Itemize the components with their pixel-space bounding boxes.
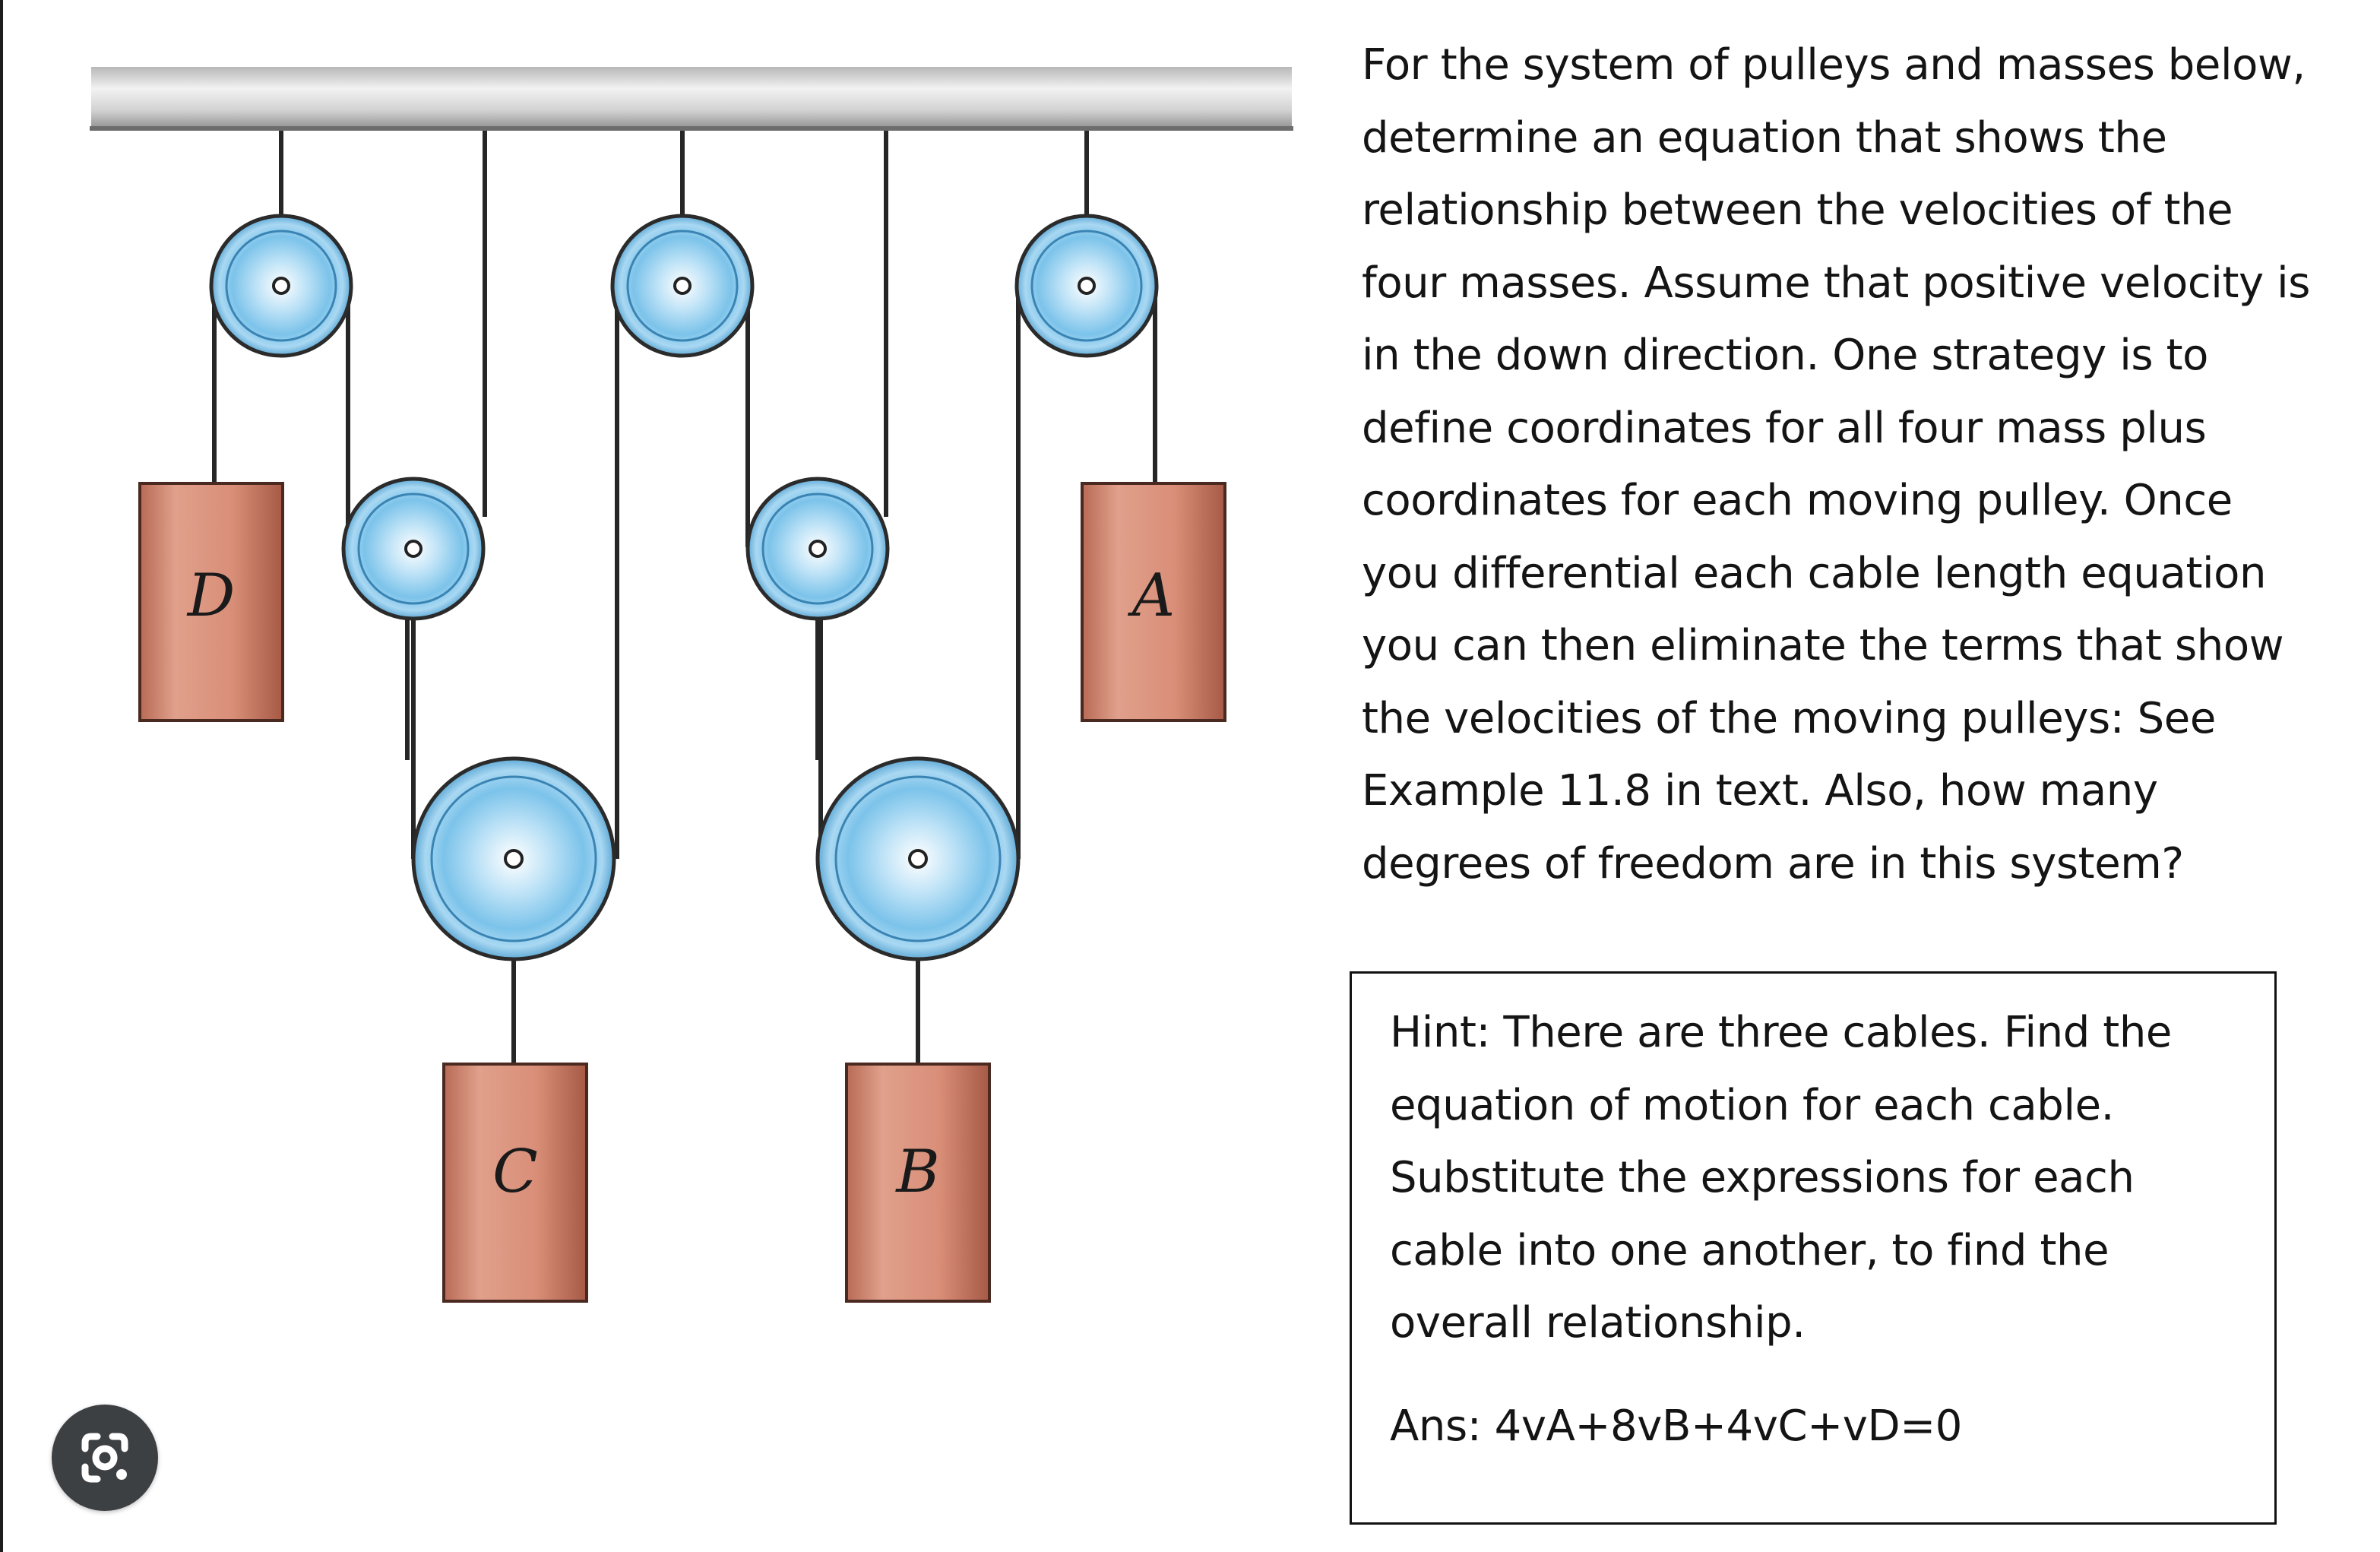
moving-pulley-large-left: [411, 756, 616, 961]
fixed-pulley-right: [1014, 214, 1159, 358]
ceiling-underside: [90, 126, 1293, 131]
problem-line: determine an equation that shows the: [1362, 112, 2167, 163]
moving-pulley-left: [341, 477, 486, 621]
problem-line: in the down direction. One strategy is t…: [1362, 331, 2209, 380]
problem-line: define coordinates for all four mass plu…: [1362, 403, 2207, 453]
hint-line: Substitute the expressions for each: [1390, 1153, 2135, 1202]
problem-line: you differential each cable length equat…: [1362, 548, 2267, 598]
moving-pulley-right: [745, 477, 890, 621]
problem-line: four masses. Assume that positive veloci…: [1362, 258, 2311, 308]
fixed-pulley-left: [209, 214, 353, 358]
mass-a-label: A: [1128, 562, 1175, 630]
problem-line: For the system of pulleys and masses bel…: [1362, 40, 2306, 90]
google-lens-icon: [81, 1433, 128, 1483]
mass-b-label: B: [894, 1138, 939, 1206]
moving-pulley-large-right: [815, 756, 1021, 961]
problem-line: degrees of freedom are in this system?: [1362, 838, 2184, 888]
problem-statement: For the system of pulleys and masses bel…: [1362, 29, 2372, 900]
mass-a: A: [1081, 482, 1226, 722]
ceiling-beam: [91, 67, 1292, 129]
answer-text: Ans: 4vA+8vB+4vC+vD=0: [1390, 1402, 1962, 1451]
problem-line: you can then eliminate the terms that sh…: [1362, 621, 2284, 670]
problem-line: relationship between the velocities of t…: [1362, 185, 2233, 235]
lens-search-button[interactable]: [52, 1405, 158, 1511]
mass-d: D: [138, 482, 284, 722]
hint-line: overall relationship.: [1390, 1298, 1806, 1348]
mass-b: B: [845, 1063, 991, 1303]
pulley-diagram: D A C B: [90, 67, 1293, 1303]
hint-box: Hint: There are three cables. Find the e…: [1350, 971, 2277, 1525]
problem-line: the velocities of the moving pulleys: Se…: [1362, 693, 2216, 743]
problem-line: Example 11.8 in text. Also, how many: [1362, 766, 2158, 816]
left-border: [0, 0, 3, 1552]
hint-line: Hint: There are three cables. Find the: [1390, 1008, 2172, 1057]
problem-line: coordinates for each moving pulley. Once: [1362, 476, 2233, 525]
hint-line: equation of motion for each cable.: [1390, 1080, 2115, 1130]
mass-c: C: [442, 1063, 588, 1303]
hint-text: Hint: There are three cables. Find the e…: [1390, 996, 2172, 1360]
mass-d-label: D: [186, 562, 236, 630]
fixed-pulley-center: [610, 214, 755, 358]
mass-c-label: C: [492, 1138, 538, 1206]
hint-line: cable into one another, to find the: [1390, 1225, 2109, 1275]
